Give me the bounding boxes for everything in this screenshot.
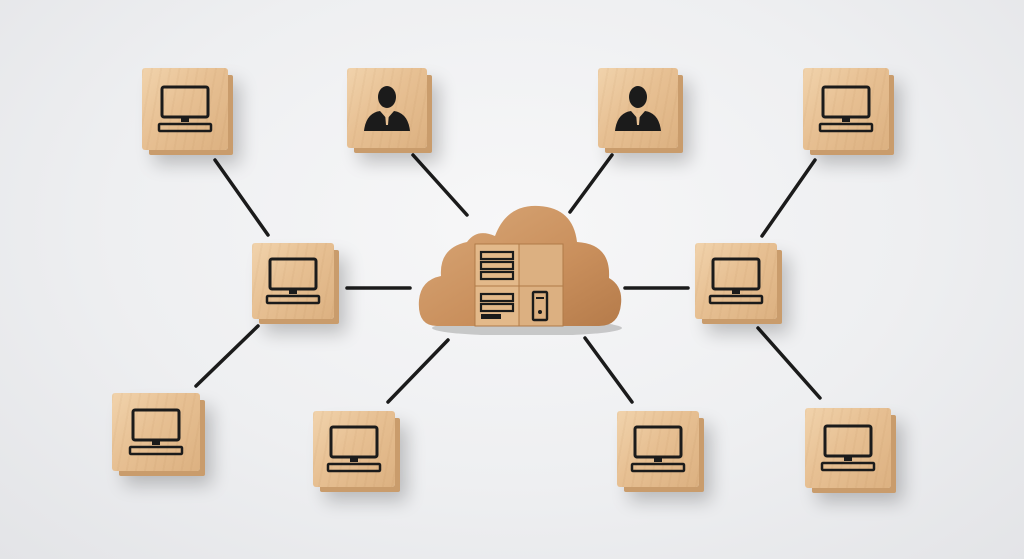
computer-block [142,68,228,150]
computer-block [617,411,699,487]
connection-line [756,326,822,400]
computer-icon [630,425,686,473]
computer-icon [326,425,382,473]
server-icon [474,243,564,327]
computer-block [112,393,200,471]
computer-icon [820,424,876,472]
connection-line [213,158,270,237]
user-icon [364,86,410,131]
computer-icon [265,257,321,305]
computer-block [803,68,889,150]
user-block [598,68,678,148]
computer-block [695,243,777,319]
connection-line [760,158,817,238]
connection-line [194,324,260,388]
computer-icon [708,257,764,305]
connection-line [568,153,614,214]
user-icon [615,86,661,131]
computer-icon [157,85,213,133]
connection-line [583,336,634,404]
computer-block [805,408,891,488]
computer-block [313,411,395,487]
computer-icon [818,85,874,133]
cloud-server-block [418,205,622,335]
connection-line [411,153,469,217]
computer-icon [128,408,184,456]
user-block [347,68,427,148]
computer-block [252,243,334,319]
connection-line [386,338,450,404]
